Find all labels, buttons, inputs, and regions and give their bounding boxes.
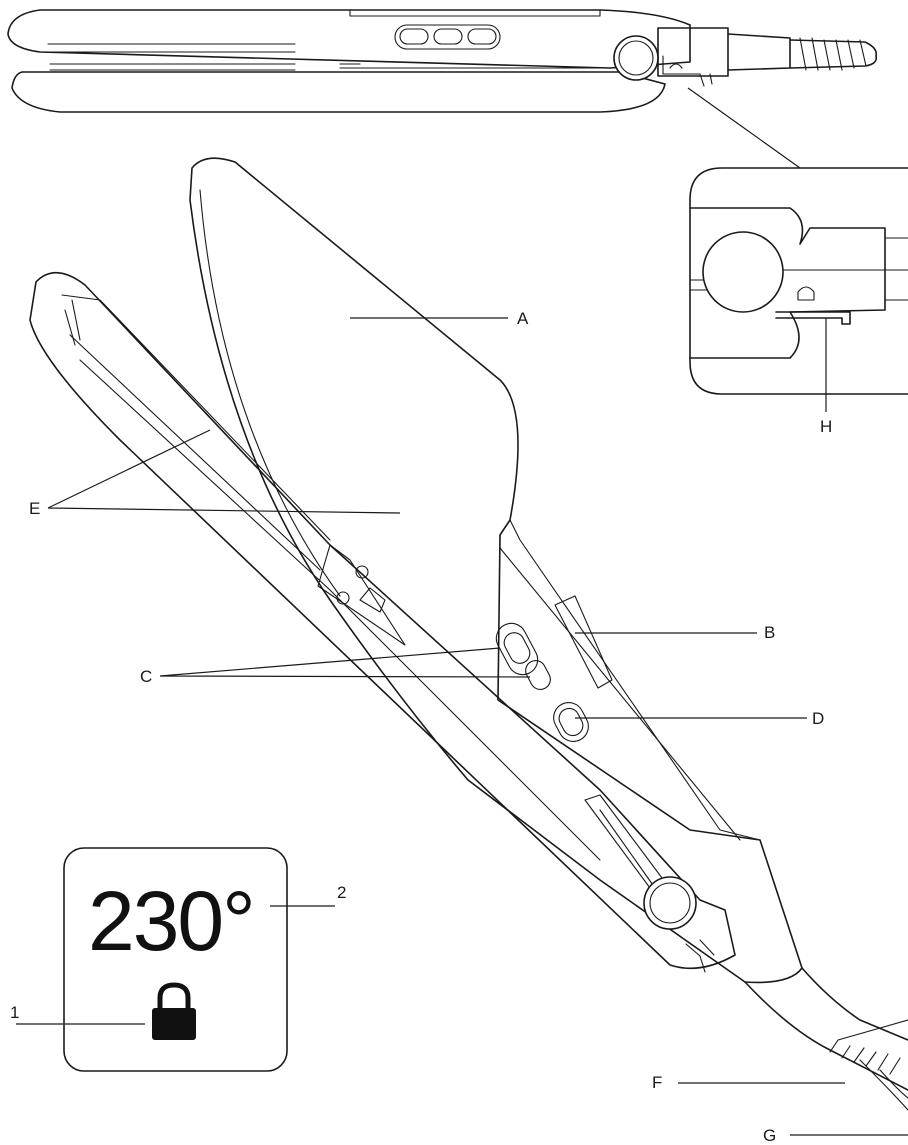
- leader-c: [159, 647, 531, 678]
- side-view-straightener: [7, 9, 878, 113]
- callout-d: D: [812, 709, 824, 728]
- temperature-readout: 230°: [88, 874, 254, 968]
- callout-leaders: [16, 317, 908, 1136]
- callout-c: C: [140, 667, 152, 686]
- straightener-main: [29, 157, 908, 1111]
- leader-e: [47, 429, 401, 514]
- callout-g: G: [763, 1126, 776, 1145]
- callout-e: E: [29, 499, 40, 518]
- padlock-icon: [152, 982, 196, 1040]
- inset-leader-line: [687, 87, 801, 169]
- callout-f: F: [652, 1073, 662, 1092]
- callout-1: 1: [10, 1003, 19, 1022]
- hinge-detail-inset: [689, 167, 908, 412]
- callout-a: A: [517, 309, 529, 328]
- callout-b: B: [764, 623, 775, 642]
- callout-2: 2: [337, 883, 346, 902]
- display-detail: 230°: [63, 847, 288, 1072]
- display-panel: [63, 847, 288, 1072]
- callout-h: H: [820, 417, 832, 436]
